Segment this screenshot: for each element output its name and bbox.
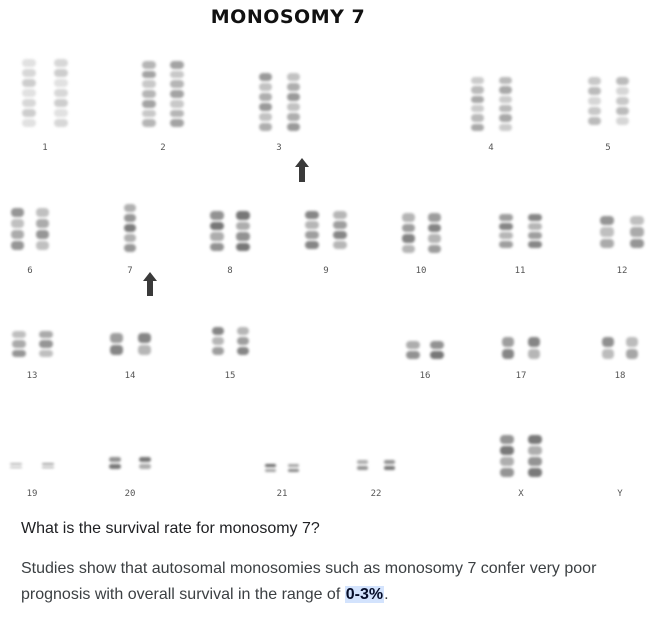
chromosome bbox=[22, 58, 36, 128]
chromosome-label: 5 bbox=[605, 143, 611, 153]
chromosome bbox=[430, 340, 444, 360]
chromosome bbox=[11, 330, 26, 358]
chromosome-label: 20 bbox=[124, 489, 136, 499]
chromosome-label: 2 bbox=[160, 143, 166, 153]
chromosome-label: 1 bbox=[42, 143, 48, 153]
chromosome bbox=[527, 213, 542, 249]
chromosome bbox=[502, 336, 514, 360]
chromosome bbox=[500, 434, 514, 478]
chromosome bbox=[54, 58, 68, 128]
chromosome bbox=[630, 215, 644, 249]
chromosome-label: 4 bbox=[488, 143, 494, 153]
chromosome bbox=[236, 210, 250, 252]
chromosome-label: 22 bbox=[370, 489, 382, 499]
chromosome bbox=[10, 462, 22, 469]
chromosome bbox=[288, 463, 299, 473]
answer-text: Studies show that autosomal monosomies s… bbox=[21, 560, 597, 603]
chromosome-label: 8 bbox=[227, 266, 233, 276]
chromosome-label: 14 bbox=[124, 371, 136, 381]
chromosome bbox=[210, 210, 224, 252]
featured-snippet: What is the survival rate for monosomy 7… bbox=[21, 518, 661, 608]
chromosome-label: 18 bbox=[614, 371, 626, 381]
chromosome-label: 12 bbox=[616, 266, 628, 276]
chromosome bbox=[587, 76, 601, 126]
chromosome-label: 15 bbox=[224, 371, 236, 381]
chromosome bbox=[333, 210, 347, 250]
chromosome-label: 10 bbox=[415, 266, 427, 276]
chromosome-label: 9 bbox=[323, 266, 329, 276]
chromosome bbox=[142, 60, 156, 128]
karyotype-title: MONOSOMY 7 bbox=[210, 6, 366, 28]
chromosome bbox=[286, 72, 300, 132]
chromosome bbox=[357, 459, 368, 471]
answer-end: . bbox=[384, 586, 389, 603]
chromosome-label: X bbox=[518, 489, 524, 499]
chromosome bbox=[528, 336, 540, 360]
up-arrow-icon bbox=[143, 272, 157, 296]
chromosome bbox=[498, 213, 513, 249]
chromosome bbox=[11, 207, 24, 251]
chromosome bbox=[305, 210, 319, 250]
chromosome-label: 17 bbox=[515, 371, 527, 381]
chromosome-label: Y bbox=[617, 489, 623, 499]
chromosome bbox=[470, 76, 484, 132]
chromosome-label: 19 bbox=[26, 489, 38, 499]
chromosome bbox=[427, 212, 441, 254]
chromosome bbox=[170, 60, 184, 128]
chromosome-label: 11 bbox=[514, 266, 526, 276]
chromosome-label: 7 bbox=[127, 266, 133, 276]
chromosome bbox=[109, 456, 121, 470]
chromosome-label: 3 bbox=[276, 143, 282, 153]
chromosome bbox=[384, 459, 395, 471]
chromosome-label: 6 bbox=[27, 266, 33, 276]
chromosome bbox=[602, 336, 614, 360]
chromosome bbox=[265, 463, 276, 473]
chromosome bbox=[124, 203, 136, 253]
chromosome bbox=[211, 326, 224, 356]
chromosome bbox=[600, 215, 614, 249]
chromosome bbox=[406, 340, 420, 360]
chromosome-label: 21 bbox=[276, 489, 288, 499]
chromosome bbox=[36, 207, 49, 251]
chromosome bbox=[258, 72, 272, 132]
answer-highlight: 0-3% bbox=[344, 586, 385, 603]
chromosome bbox=[615, 76, 629, 126]
chromosome bbox=[236, 326, 249, 356]
chromosome bbox=[38, 330, 53, 358]
snippet-answer: Studies show that autosomal monosomies s… bbox=[21, 556, 661, 608]
chromosome-label: 13 bbox=[26, 371, 38, 381]
snippet-question: What is the survival rate for monosomy 7… bbox=[21, 520, 320, 537]
chromosome bbox=[401, 212, 415, 254]
chromosome-label: 16 bbox=[419, 371, 431, 381]
up-arrow-icon bbox=[295, 158, 309, 182]
chromosome bbox=[139, 456, 151, 470]
chromosome bbox=[109, 332, 123, 356]
chromosome bbox=[498, 76, 512, 132]
chromosome bbox=[137, 332, 151, 356]
chromosome bbox=[626, 336, 638, 360]
chromosome bbox=[528, 434, 542, 478]
chromosome bbox=[42, 462, 54, 469]
